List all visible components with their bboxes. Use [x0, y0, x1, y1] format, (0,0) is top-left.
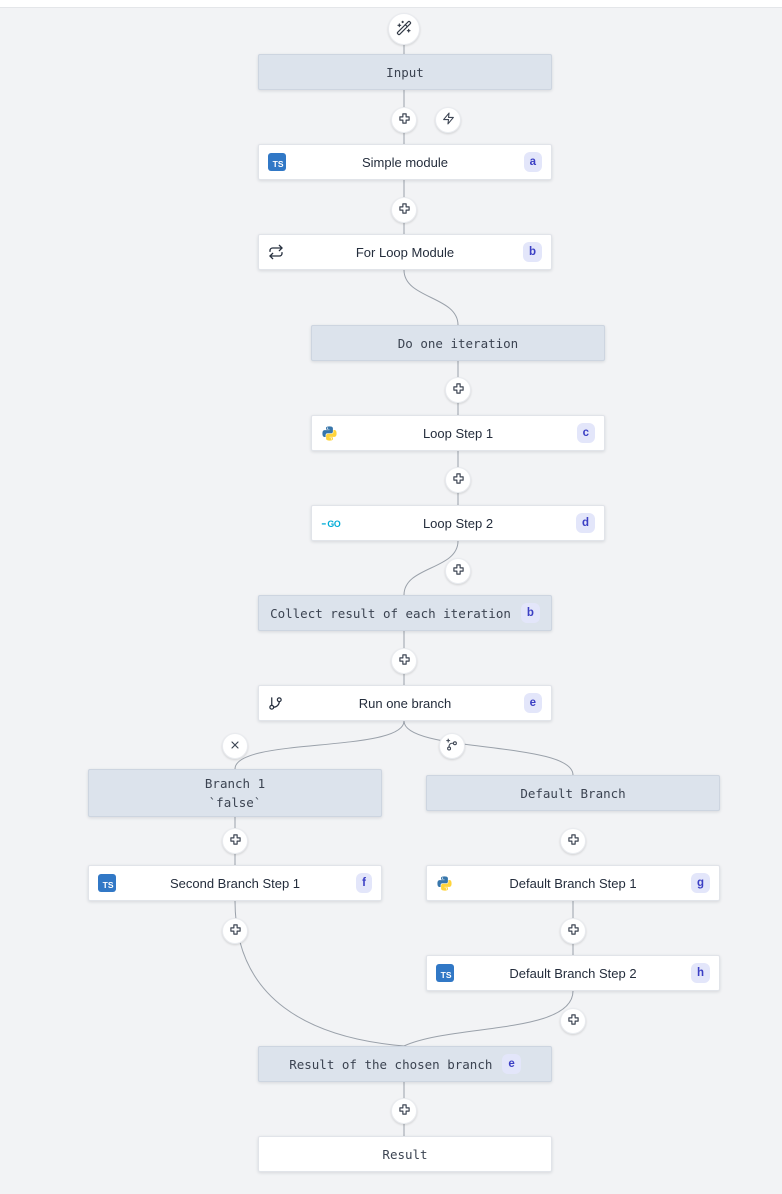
plus-icon — [452, 472, 465, 488]
node-badge: g — [690, 873, 710, 893]
add-branch-icon — [445, 738, 459, 755]
typescript-icon: TS — [436, 964, 454, 982]
node-loop-step-1[interactable]: Loop Step 1 c — [311, 415, 605, 451]
zap-icon — [442, 112, 455, 128]
node-do-one-iteration[interactable]: Do one iteration — [311, 325, 605, 361]
add-step-button[interactable] — [391, 648, 417, 674]
plus-icon — [398, 112, 411, 128]
git-branch-icon — [268, 696, 283, 711]
plus-icon — [567, 833, 580, 849]
node-label: Do one iteration — [397, 335, 519, 351]
ai-builder-button[interactable] — [388, 13, 420, 45]
node-badge: b — [520, 603, 540, 623]
add-step-button[interactable] — [560, 828, 586, 854]
repeat-icon — [268, 244, 284, 260]
add-step-button[interactable] — [222, 828, 248, 854]
node-default-branch-step-2[interactable]: TS Default Branch Step 2 h — [426, 955, 720, 991]
add-step-button[interactable] — [391, 197, 417, 223]
node-label: Loop Step 1 — [422, 425, 494, 441]
node-label: Second Branch Step 1 — [169, 875, 301, 891]
branch-condition: `false` — [208, 795, 262, 810]
node-badge: a — [523, 152, 542, 172]
node-label: Input — [386, 64, 424, 80]
plus-icon — [398, 202, 411, 218]
node-badge: f — [356, 873, 372, 893]
node-badge: e — [523, 693, 542, 713]
python-icon — [321, 425, 338, 442]
plus-icon — [229, 923, 242, 939]
node-label: Default Branch Step 2 — [509, 965, 637, 981]
node-for-loop-module[interactable]: For Loop Module b — [258, 234, 552, 270]
remove-branch-button[interactable] — [222, 733, 248, 759]
svg-text:GO: GO — [327, 519, 340, 529]
node-badge: e — [502, 1054, 521, 1074]
typescript-icon: TS — [268, 153, 286, 171]
node-input[interactable]: Input — [258, 54, 552, 90]
node-collect-result[interactable]: Collect result of each iteration b — [258, 595, 552, 631]
node-badge: c — [576, 423, 595, 443]
add-step-button[interactable] — [391, 107, 417, 133]
wand-sparkles-icon — [396, 20, 412, 39]
node-label: Collect result of each iteration — [270, 605, 511, 621]
node-default-branch[interactable]: Default Branch — [426, 775, 720, 811]
node-result[interactable]: Result — [258, 1136, 552, 1172]
add-step-button[interactable] — [560, 918, 586, 944]
top-border-bar — [0, 0, 782, 8]
add-step-button[interactable] — [560, 1008, 586, 1034]
typescript-icon: TS — [98, 874, 116, 892]
go-icon: GO — [321, 517, 345, 530]
node-label: Simple module — [362, 154, 448, 170]
node-badge: h — [690, 963, 710, 983]
node-run-one-branch[interactable]: Run one branch e — [258, 685, 552, 721]
node-badge: d — [575, 513, 595, 533]
node-loop-step-2[interactable]: GO Loop Step 2 d — [311, 505, 605, 541]
node-label: Run one branch — [358, 695, 452, 711]
plus-icon — [452, 382, 465, 398]
add-branch-button[interactable] — [439, 733, 465, 759]
node-default-branch-step-1[interactable]: Default Branch Step 1 g — [426, 865, 720, 901]
branch-label: Branch 1 — [204, 775, 266, 791]
add-step-button[interactable] — [391, 1098, 417, 1124]
node-badge: b — [522, 242, 542, 262]
node-label: For Loop Module — [355, 244, 455, 260]
add-step-button[interactable] — [445, 377, 471, 403]
node-label: Default Branch — [520, 785, 626, 801]
node-label: Result — [382, 1146, 428, 1162]
node-label: Loop Step 2 — [422, 515, 494, 531]
node-label: Default Branch Step 1 — [509, 875, 637, 891]
plus-icon — [398, 1103, 411, 1119]
node-result-of-chosen-branch[interactable]: Result of the chosen branch e — [258, 1046, 552, 1082]
plus-icon — [452, 563, 465, 579]
node-second-branch-step-1[interactable]: TS Second Branch Step 1 f — [88, 865, 382, 901]
add-step-button[interactable] — [445, 467, 471, 493]
close-icon — [229, 739, 241, 754]
trigger-button[interactable] — [435, 107, 461, 133]
plus-icon — [229, 833, 242, 849]
node-simple-module[interactable]: TS Simple module a — [258, 144, 552, 180]
plus-icon — [567, 923, 580, 939]
add-step-button[interactable] — [222, 918, 248, 944]
plus-icon — [398, 653, 411, 669]
node-branch-1[interactable]: Branch 1 `false` — [88, 769, 382, 817]
python-icon — [436, 875, 453, 892]
plus-icon — [567, 1013, 580, 1029]
node-label: Result of the chosen branch — [289, 1056, 493, 1072]
add-step-button[interactable] — [445, 558, 471, 584]
